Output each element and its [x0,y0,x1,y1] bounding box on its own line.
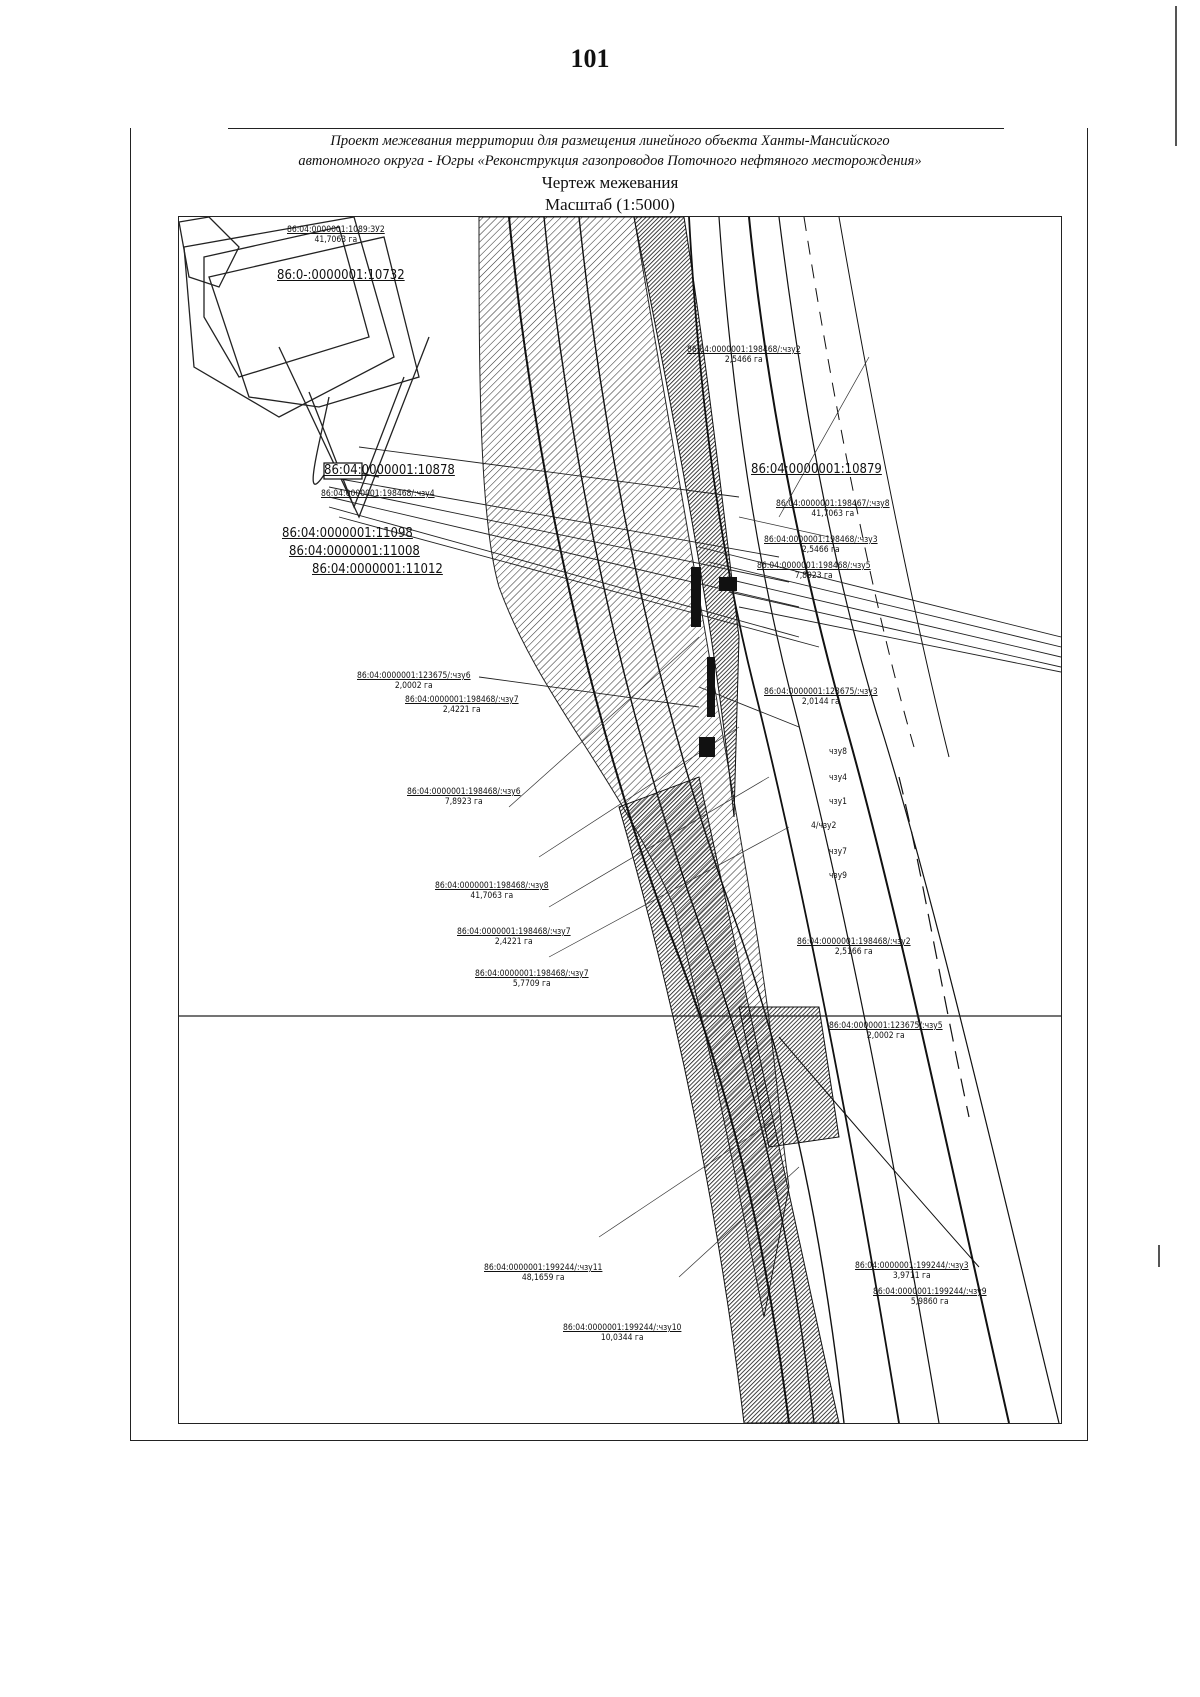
dense-hatched-corridor [618,217,840,1423]
edge-fragment-5: чзу7 [829,847,847,857]
title-block: Проект межевания территории для размещен… [150,131,1070,215]
drawing-frame [130,128,1088,1441]
scan-margin-line [1175,6,1177,146]
edge-fragment-1: чзу8 [829,747,847,757]
title-line-1: Проект межевания территории для размещен… [330,133,890,149]
map-drawing [179,217,1061,1423]
scan-margin-dot [1158,1245,1160,1267]
black-blocks [323,462,737,757]
map-label-6: 86:04:0000001:198468/:чзу4 [321,489,435,499]
map-label-5: 86:04:0000001:10878 [324,463,455,478]
page-number: 101 [570,44,610,73]
map-label-8: 86:04:0000001:11098 [282,526,413,541]
map-label-2: 86:0-:0000001:10732 [277,268,405,283]
title-line-2: автономного округа - Югры «Реконструкция… [298,153,922,169]
map-label-10: 86:04:0000001:11012 [312,562,443,577]
edge-fragment-6: чзу9 [829,871,847,881]
map-label-9: 86:04:0000001:11008 [289,544,420,559]
edge-fragment-2: чзу4 [829,773,847,783]
frame-top-line [228,128,1004,129]
scale-label: Масштаб (1:5000) [545,195,675,214]
edge-fragment-3: чзу1 [829,797,847,807]
drawing-name: Чертеж межевания [541,173,679,192]
edge-fragment-4: 4/чзу2 [811,821,837,831]
road-and-pipeline-lines [508,217,1060,1423]
map-label-4: 86:04:0000001:10879 [751,462,882,477]
leader-lines [508,356,870,1278]
